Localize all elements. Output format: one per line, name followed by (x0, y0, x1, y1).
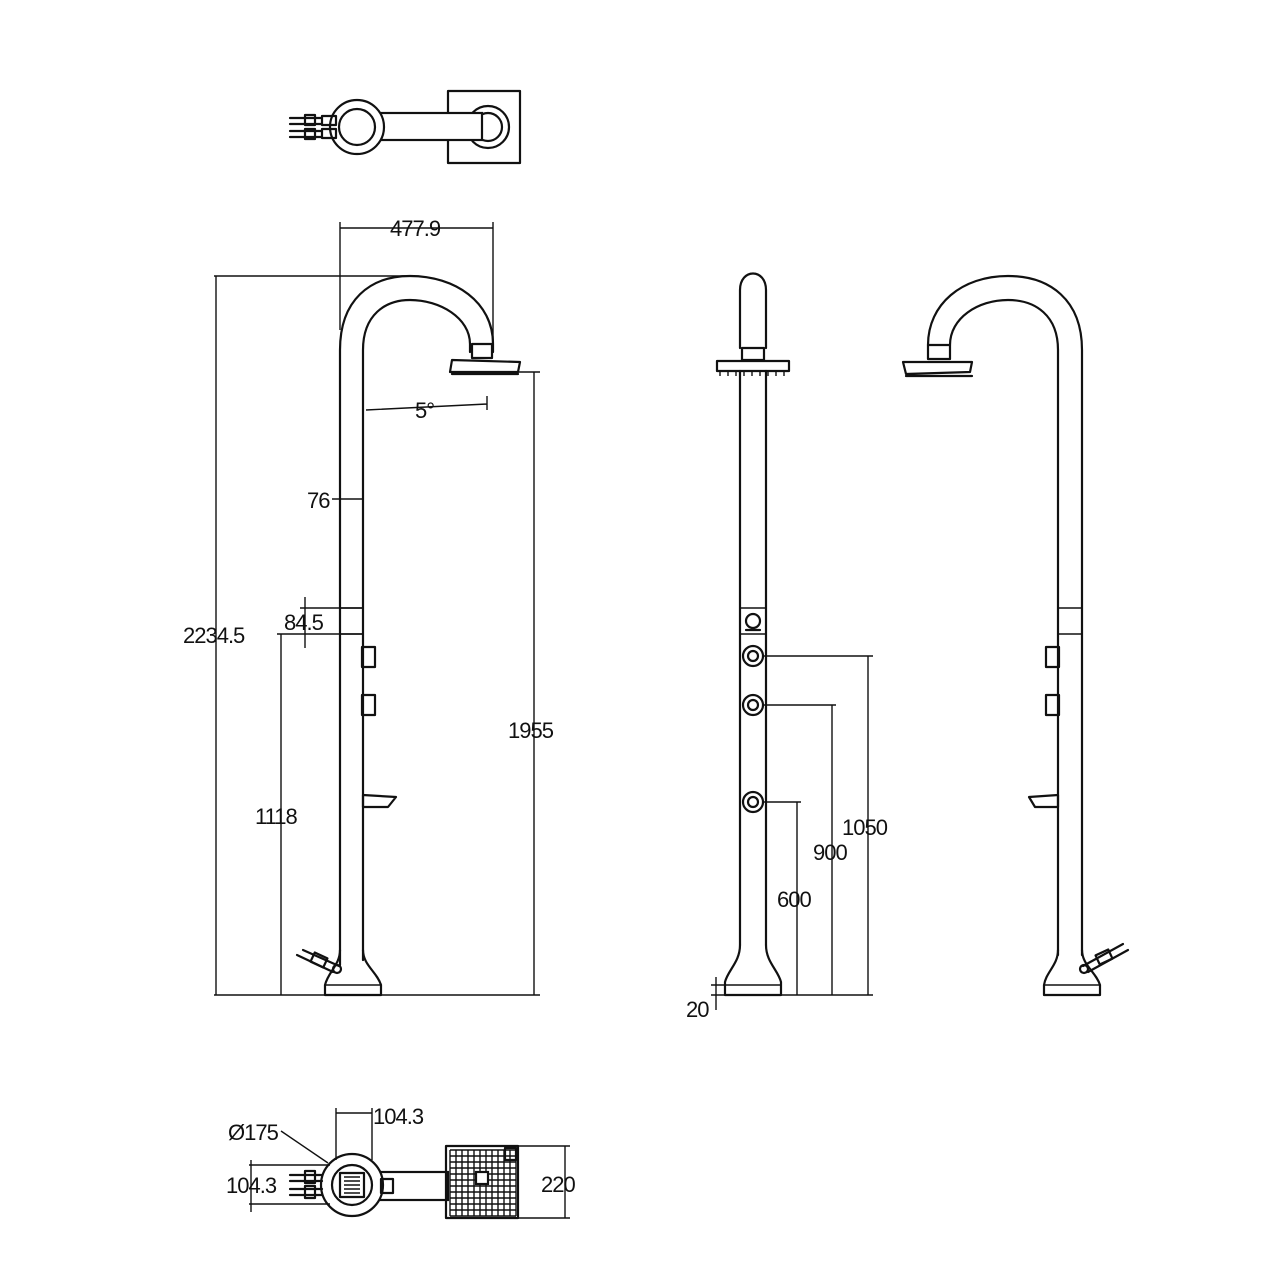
dim-base-offset-top: 104.3 (373, 1104, 424, 1129)
dim-valve-height: 1118 (255, 804, 297, 829)
side-shower-head (715, 359, 791, 373)
footprint-plate (444, 1144, 520, 1220)
front-view: 477.9 5° 76 2234.5 84.5 1118 1955 (183, 216, 555, 997)
back-valve-knob (1044, 645, 1061, 669)
dim-head-height: 1955 (508, 718, 554, 743)
back-view (901, 274, 1130, 997)
footprint-plate-tab (503, 1146, 518, 1162)
front-valve-knob (360, 645, 377, 669)
side-outlet-900 (741, 693, 765, 717)
side-view: 1050 900 600 20 (686, 272, 889, 1022)
dim-arm-reach: 477.9 (390, 216, 441, 241)
dim-plate-size: 220 (541, 1172, 575, 1197)
back-mixer-knob (1044, 693, 1061, 717)
front-head-neck (470, 342, 494, 360)
footprint-drain (338, 1171, 366, 1199)
footprint-plate-grid (449, 1149, 517, 1217)
front-column-inner (361, 298, 472, 962)
back-hose-connector (1078, 942, 1130, 975)
side-outlet-600 (741, 790, 765, 814)
dim-total-height: 2234.5 (183, 623, 245, 648)
footprint-hose (288, 1169, 324, 1200)
side-base (723, 943, 783, 997)
dim-valve-offset: 84.5 (284, 610, 324, 635)
front-mixer-knob (360, 693, 377, 717)
side-logo-icon (744, 612, 762, 632)
dim-base-offset-left: 104.3 (226, 1173, 277, 1198)
side-head-neck (740, 346, 766, 362)
footprint-view: 104.3 Ø175 104.3 220 (226, 1104, 576, 1220)
front-foot-tap (361, 793, 398, 809)
dim-base-diameter: Ø175 (228, 1120, 279, 1145)
top-view (288, 89, 522, 165)
dim-column-diameter: 76 (307, 488, 330, 513)
footprint-knob (379, 1177, 395, 1195)
footprint-column-circle (330, 1163, 374, 1207)
side-outlet-1050 (741, 644, 765, 668)
side-column-body (738, 369, 768, 947)
back-foot-tap (1027, 793, 1060, 809)
footprint-plate-center (474, 1170, 490, 1186)
dim-outlet-high: 1050 (842, 815, 888, 840)
dim-arm-angle: 5° (415, 398, 434, 423)
back-head-neck (926, 343, 952, 361)
dim-outlet-mid: 900 (813, 840, 847, 865)
dim-base-thickness: 20 (686, 997, 709, 1022)
front-hose-connector (295, 948, 343, 975)
side-column-top (738, 272, 768, 350)
top-valve-handles (288, 113, 338, 141)
front-column-outer (338, 274, 495, 967)
back-column-inner (948, 298, 1060, 957)
back-base (1042, 948, 1102, 997)
back-column-outer (926, 274, 1084, 957)
dim-outlet-low: 600 (777, 887, 811, 912)
top-column-inner (337, 107, 377, 147)
back-shower-head (901, 360, 974, 378)
